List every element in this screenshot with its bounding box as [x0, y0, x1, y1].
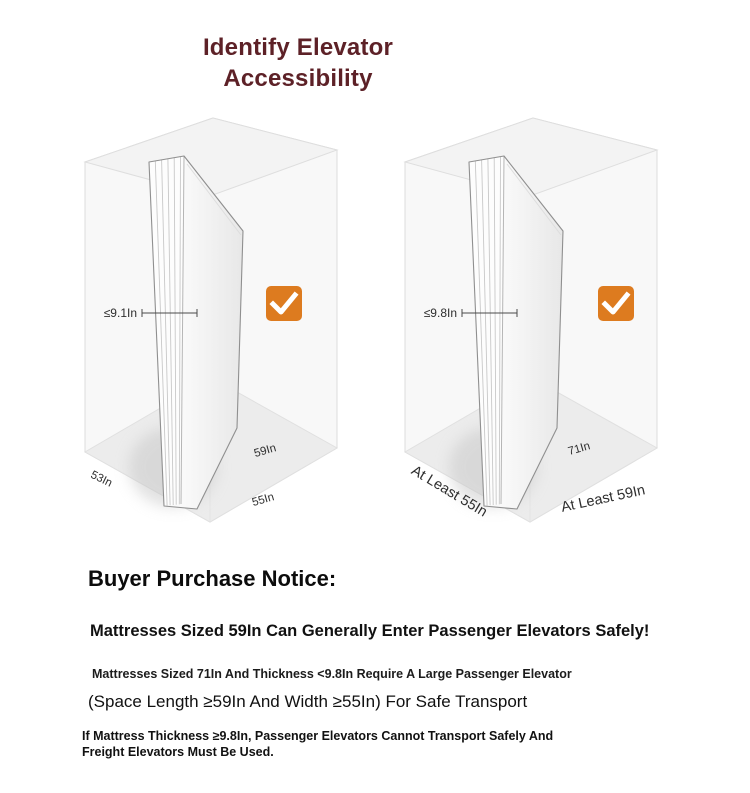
notice-heading: Buyer Purchase Notice:	[88, 566, 337, 591]
notice-highlight: Mattresses Sized 59In Can Generally Ente…	[90, 622, 650, 640]
floor-label-width: 53In	[89, 469, 114, 490]
thickness-dimension-label: ≤9.1In	[104, 306, 137, 320]
page-title-line-1: Identify Elevator	[202, 34, 394, 62]
mattress	[468, 155, 564, 510]
notice-detail-2: (Space Length ≥59In And Width ≥55In) For…	[88, 692, 528, 711]
mattress	[148, 155, 244, 510]
checkmark-icon	[601, 291, 631, 315]
page-title: Identify Elevator Accessibility	[0, 32, 596, 94]
thickness-dimension-line	[461, 309, 518, 317]
thickness-dimension-label: ≤9.8In	[424, 306, 457, 320]
notice-warning: If Mattress Thickness ≥9.8In, Passenger …	[82, 729, 554, 759]
checkmark-icon	[269, 291, 299, 315]
elevator-large-illustration: ≤9.8In 71In At Least 55In At Least 59In	[403, 117, 659, 523]
elevator-small-illustration: ≤9.1In 59In 53In 55In	[83, 117, 339, 523]
floor-label-depth: 59In	[253, 442, 278, 460]
notice-detail-1: Mattresses Sized 71In And Thickness <9.8…	[92, 667, 572, 681]
thickness-dimension-line	[141, 309, 198, 317]
floor-label-depth: 71In	[567, 440, 592, 458]
floor-label-length: 55In	[251, 491, 276, 509]
page-title-line-2: Accessibility	[223, 65, 373, 93]
elevator-diagram: ≤9.1In 59In 53In 55In	[83, 117, 659, 523]
